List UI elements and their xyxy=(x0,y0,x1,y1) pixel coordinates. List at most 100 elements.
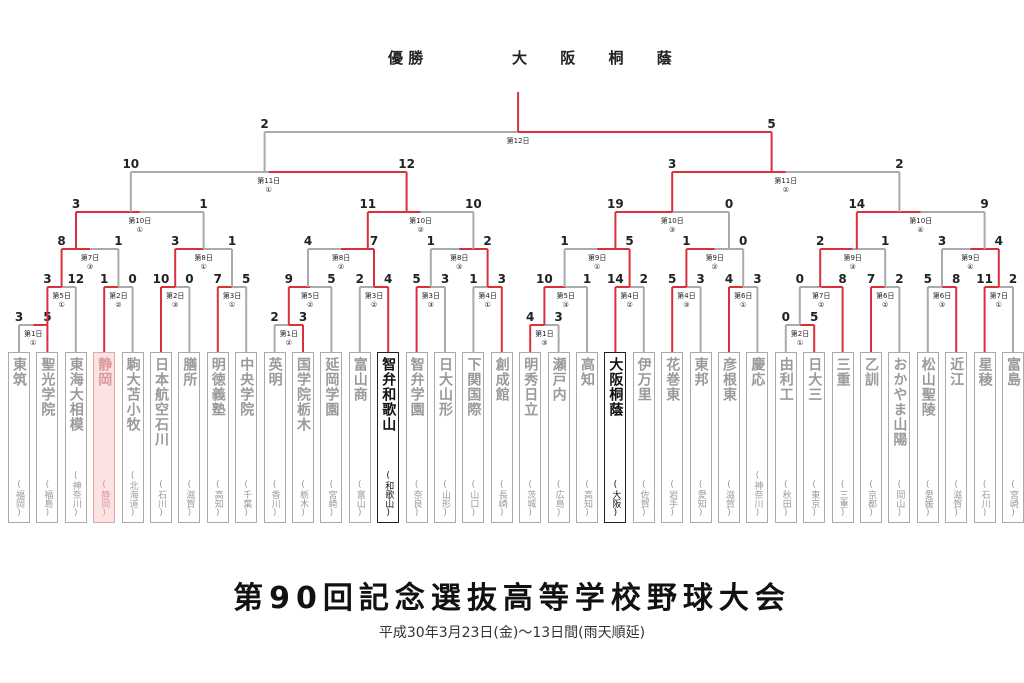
score-right: 0 xyxy=(185,272,193,286)
team-box: 東邦愛知) xyxy=(689,352,712,523)
team-school: 高知 xyxy=(579,357,595,387)
game-number: ② xyxy=(286,339,292,347)
game-day: 第8日 xyxy=(450,253,468,262)
team-prefecture: 神奈川) xyxy=(65,471,87,518)
game-number: ③ xyxy=(428,301,434,309)
score-left: 7 xyxy=(867,272,875,286)
game-number: ④ xyxy=(967,263,973,271)
team-school: 智弁学園 xyxy=(408,357,425,417)
score-right: 1 xyxy=(881,234,889,248)
team-prefecture: 香川) xyxy=(264,480,286,518)
team-school: 花巻東 xyxy=(664,357,681,402)
team-prefecture: 京都) xyxy=(860,480,882,518)
game-day: 第4日 xyxy=(677,291,695,300)
score-left: 1 xyxy=(100,272,108,286)
score-right: 3 xyxy=(753,272,761,286)
score-right: 2 xyxy=(895,272,903,286)
score-left: 8 xyxy=(57,234,65,248)
team-school: 三重 xyxy=(834,357,851,387)
team-box: 明徳義塾高知) xyxy=(206,352,229,523)
team-prefecture: 滋賀) xyxy=(945,480,967,518)
score-left: 2 xyxy=(356,272,364,286)
team-school: 瀬戸内 xyxy=(550,357,567,402)
team-box: 富山商富山) xyxy=(348,352,371,523)
team-school: 大阪桐蔭 xyxy=(607,357,624,417)
score-left: 5 xyxy=(412,272,420,286)
game-day: 第3日 xyxy=(365,291,383,300)
game-number: ② xyxy=(626,301,632,309)
score-left: 0 xyxy=(796,272,804,286)
team-box: 花巻東岩手) xyxy=(661,352,684,523)
score-right: 1 xyxy=(228,234,236,248)
team-box: 明秀日立茨城) xyxy=(519,352,542,523)
team-box: 国学院栃木栃木) xyxy=(292,352,314,523)
team-prefecture: 和歌山) xyxy=(377,471,399,518)
game-day: 第5日 xyxy=(301,291,319,300)
team-school: 駒大苫小牧 xyxy=(124,357,141,432)
team-prefecture: 三重) xyxy=(832,480,854,518)
game-day: 第10日 xyxy=(909,216,932,225)
team-prefecture: 大阪) xyxy=(604,480,626,518)
team-prefecture: 富山) xyxy=(349,480,371,518)
team-school: 松山聖陵 xyxy=(919,357,936,417)
game-day: 第8日 xyxy=(332,253,350,262)
team-school: 明徳義塾 xyxy=(209,357,226,417)
score-right: 5 xyxy=(242,272,250,286)
game-day: 第2日 xyxy=(791,329,809,338)
score-left: 4 xyxy=(304,234,312,248)
score-right: 0 xyxy=(128,272,136,286)
team-prefecture: 福島) xyxy=(36,480,58,518)
team-school: 富島 xyxy=(1005,357,1021,387)
score-left: 3 xyxy=(43,272,51,286)
team-prefecture: 広島) xyxy=(548,480,570,518)
score-left: 11 xyxy=(976,272,993,286)
score-right: 4 xyxy=(995,234,1003,248)
score-left: 3 xyxy=(938,234,946,248)
team-box: 近江滋賀) xyxy=(945,352,968,523)
game-day: 第6日 xyxy=(933,291,951,300)
score-right: 5 xyxy=(767,117,775,131)
game-day: 第10日 xyxy=(128,216,151,225)
game-day: 第1日 xyxy=(535,329,553,338)
game-number: ② xyxy=(417,226,423,234)
team-box: 静岡静岡) xyxy=(93,352,116,523)
team-box: 聖光学院福島) xyxy=(36,352,59,523)
game-number: ② xyxy=(712,263,718,271)
team-school: 彦根東 xyxy=(721,357,737,402)
score-right: 10 xyxy=(465,197,482,211)
game-number: ① xyxy=(229,301,235,309)
score-left: 1 xyxy=(427,234,435,248)
team-prefecture: 愛知) xyxy=(690,480,712,518)
team-prefecture: 滋賀) xyxy=(718,480,740,518)
team-box: 東筑福岡) xyxy=(8,352,30,523)
team-box: 駒大苫小牧北海道) xyxy=(121,352,144,523)
team-box: おかやま山陽岡山) xyxy=(888,352,911,523)
score-right: 3 xyxy=(554,310,562,324)
score-left: 3 xyxy=(15,310,23,324)
score-right: 4 xyxy=(384,272,392,286)
game-number: ① xyxy=(30,339,36,347)
team-box: 智弁和歌山和歌山) xyxy=(377,352,400,523)
team-school: 由利工 xyxy=(777,357,794,402)
game-day: 第10日 xyxy=(409,216,432,225)
score-right: 2 xyxy=(1009,272,1017,286)
team-box: 松山聖陵愛媛) xyxy=(916,352,939,523)
game-number: ② xyxy=(783,186,789,194)
score-left: 9 xyxy=(285,272,293,286)
game-number: ① xyxy=(594,263,600,271)
game-day: 第7日 xyxy=(81,253,99,262)
game-day: 第12日 xyxy=(507,136,530,145)
game-number: ③ xyxy=(87,263,93,271)
score-left: 3 xyxy=(72,197,80,211)
score-right: 9 xyxy=(980,197,988,211)
team-box: 英明香川) xyxy=(263,352,286,523)
team-school: 日本航空石川 xyxy=(153,357,169,447)
game-number: ③ xyxy=(683,301,689,309)
game-number: ② xyxy=(307,301,313,309)
game-number: ① xyxy=(797,339,803,347)
score-right: 3 xyxy=(299,310,307,324)
team-school: 東筑 xyxy=(11,357,27,387)
team-school: 静岡 xyxy=(96,357,113,387)
team-prefecture: 岡山) xyxy=(888,480,910,518)
